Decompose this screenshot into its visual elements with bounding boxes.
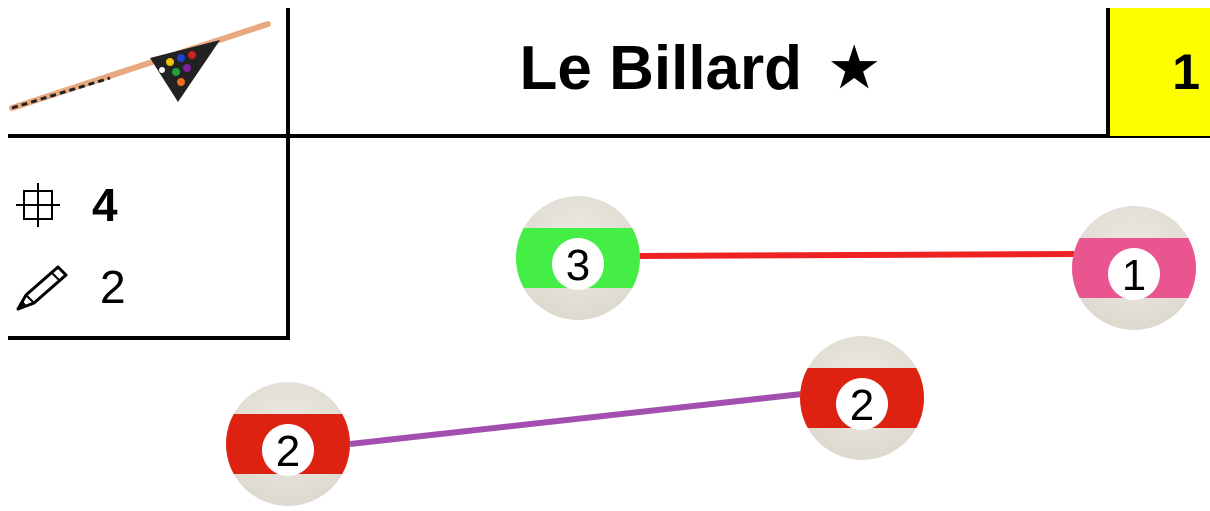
page-title: Le Billard ★ (290, 0, 1108, 136)
crosshair-icon (16, 183, 60, 227)
ball-number: 1 (1122, 251, 1146, 300)
connection-line-ball-2a-ball-2b (349, 391, 803, 447)
ball-number-circle (552, 238, 604, 290)
level-indicator: 1 (1110, 8, 1210, 136)
stats-bottom-line (8, 336, 290, 340)
level-value: 1 (1172, 44, 1200, 100)
billiard-logo (0, 0, 288, 136)
connection-line-ball-3-ball-1 (637, 251, 1075, 259)
ball-number-circle (1108, 248, 1160, 300)
ball-number: 2 (276, 427, 300, 476)
ball-number: 3 (566, 241, 590, 290)
ball-1[interactable]: 1 (1072, 206, 1196, 330)
ball-number-circle (836, 378, 888, 430)
header-divider-right (1106, 8, 1110, 138)
ball-number: 2 (850, 381, 874, 430)
moves-count: 4 (92, 179, 118, 231)
title-text: Le Billard (519, 33, 803, 103)
ball-2b[interactable]: 2 (800, 336, 924, 460)
cue-icon (9, 21, 271, 111)
moves-stat: 4 (14, 178, 118, 232)
header-bottom-line (8, 134, 1210, 138)
pencil-icon (16, 265, 68, 311)
ball-3[interactable]: 3 (516, 196, 640, 320)
ball-number-circle (262, 424, 314, 476)
star-icon: ★ (830, 38, 879, 98)
pencil-count: 2 (100, 261, 126, 313)
rack-icon (150, 40, 220, 102)
header-divider-left (286, 8, 290, 340)
ball-2a[interactable]: 2 (226, 382, 350, 506)
pencil-stat: 2 (14, 260, 126, 314)
